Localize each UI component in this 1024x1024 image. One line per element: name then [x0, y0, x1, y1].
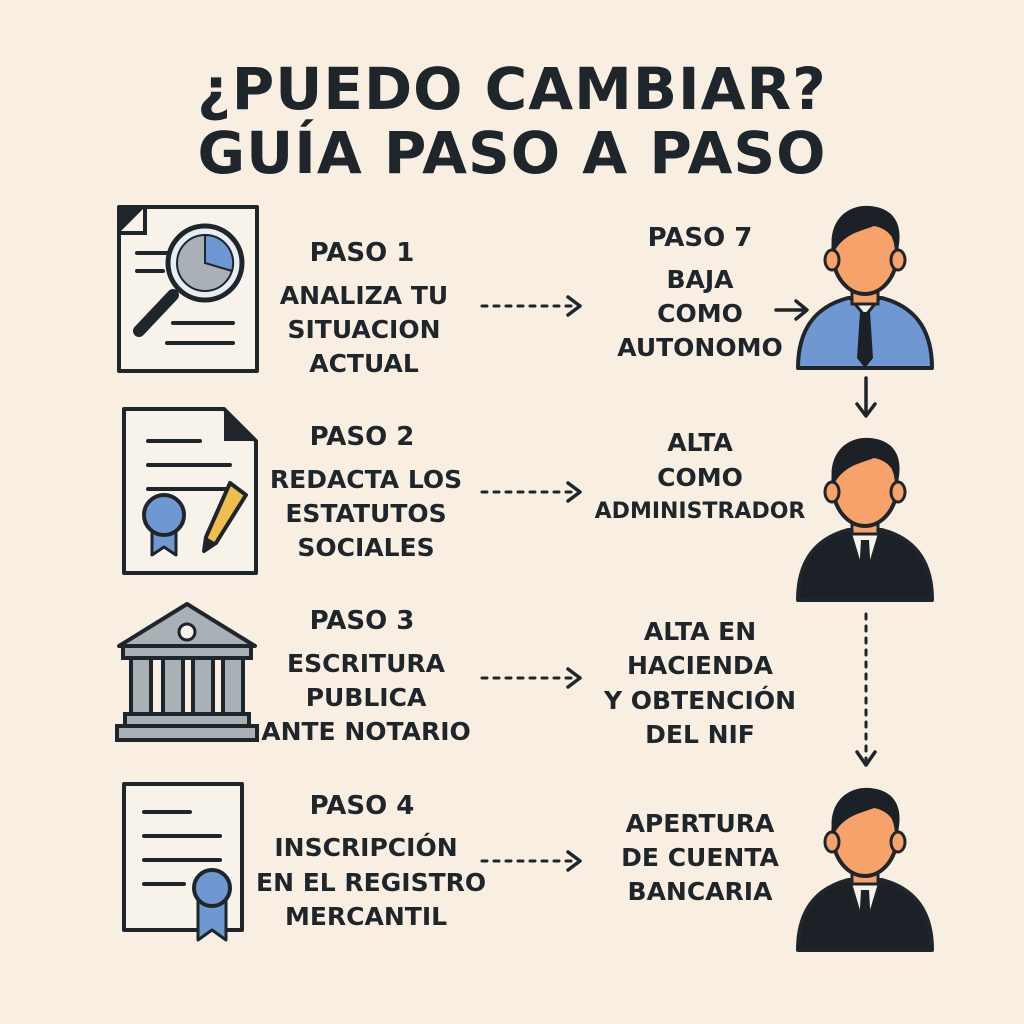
step-alta-administrador-line-3: ADMINISTRADOR: [594, 499, 806, 524]
document-magnifier-chart-icon: [115, 203, 261, 375]
step-2-line-3: SOCIALES: [297, 533, 435, 562]
page-title-line-2: GUÍA PASO A PASO: [197, 119, 827, 187]
step-alta-hacienda-line-4: DEL NIF: [645, 720, 755, 749]
bank-building-icon: [113, 598, 261, 746]
step-1-line-3: ACTUAL: [309, 349, 419, 378]
step-apertura-cuenta-line-1: APERTURA: [625, 809, 775, 838]
step-3-line-1: ESCRITURA: [287, 649, 445, 678]
step-2-label: PASO 2: [309, 422, 415, 452]
step-1-line-1: ANALIZA TU: [279, 281, 449, 310]
person-blue-shirt-icon: [794, 198, 936, 372]
dotted-arrow-right-icon: [480, 665, 590, 691]
step-apertura-cuenta-line-2: DE CUENTA: [621, 843, 779, 872]
step-7-line-1: BAJA: [666, 265, 734, 294]
step-4-line-3: MERCANTIL: [284, 902, 448, 931]
step-3-label: PASO 3: [309, 606, 415, 636]
step-2-line-2: ESTATUTOS: [285, 499, 447, 528]
step-3-line-3: ANTE NOTARIO: [261, 717, 471, 746]
dotted-arrow-right-icon: [480, 479, 590, 505]
step-2-line-1: REDACTA LOS: [269, 465, 463, 494]
step-4-line-1: INSCRIPCIÓN: [274, 833, 458, 862]
step-alta-hacienda-line-3: Y OBTENCIÓN: [604, 686, 796, 715]
step-1-line-2: SITUACION: [287, 315, 441, 344]
document-seal-pencil-icon: [120, 405, 260, 577]
person-suit-icon: [794, 780, 936, 954]
step-1-label: PASO 1: [309, 238, 415, 268]
dotted-arrow-down-icon: [851, 612, 881, 772]
person-suit-icon: [794, 430, 936, 604]
step-7-line-3: AUTONOMO: [617, 333, 783, 362]
arrow-right-icon: [772, 297, 812, 323]
step-apertura-cuenta-line-3: BANCARIA: [627, 877, 773, 906]
step-alta-administrador-line-2: COMO: [657, 463, 743, 492]
arrow-down-icon: [851, 376, 881, 422]
step-4-line-2: EN EL REGISTRO: [256, 868, 487, 897]
step-4-label: PASO 4: [309, 791, 415, 821]
step-alta-administrador-line-1: ALTA: [667, 428, 733, 457]
step-alta-hacienda-line-2: HACIENDA: [626, 651, 774, 680]
certificate-ribbon-icon: [120, 780, 246, 946]
step-7-line-2: COMO: [657, 299, 743, 328]
step-alta-hacienda-line-1: ALTA EN: [643, 617, 757, 646]
dotted-arrow-right-icon: [480, 848, 590, 874]
dotted-arrow-right-icon: [480, 293, 590, 319]
step-7-label: PASO 7: [647, 223, 753, 253]
page-title-line-1: ¿PUEDO CAMBIAR?: [197, 55, 827, 123]
step-3-line-2: PUBLICA: [305, 683, 427, 712]
